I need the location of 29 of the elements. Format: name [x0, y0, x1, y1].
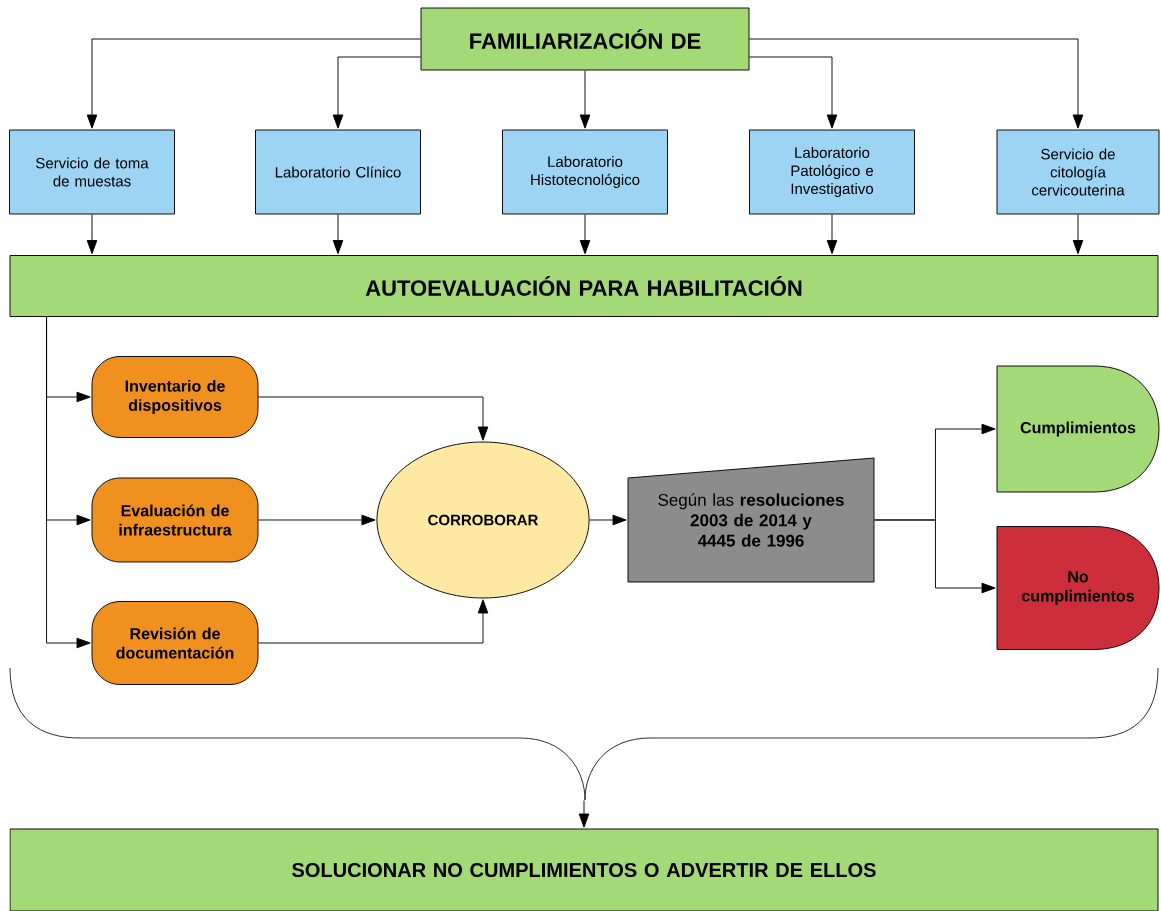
service-box: Laboratorio Patológico e Investigativo: [749, 129, 915, 215]
process-band: AUTOEVALUACIÓN PARA HABILITACIÓN: [9, 255, 1159, 317]
arrow: [874, 519, 996, 594]
task-box: Revisión de documentación: [91, 601, 259, 685]
arrow: [589, 514, 627, 526]
arrow: [258, 396, 489, 441]
arrow: [332, 214, 344, 255]
task-box: Evaluación de infraestructura: [91, 477, 259, 563]
arrow: [749, 56, 838, 129]
arrow: [749, 38, 1084, 129]
arrow: [579, 70, 591, 129]
service-box: Laboratorio Clínico: [255, 129, 421, 215]
service-box: Servicio de toma de muestas: [9, 129, 175, 215]
arrow: [826, 214, 838, 255]
arrow: [86, 214, 98, 255]
arrow: [1072, 214, 1084, 255]
heading-box: FAMILIARIZACIÓN DE: [420, 7, 750, 71]
process-band: SOLUCIONAR NO CUMPLIMIENTOS O ADVERTIR DE ELLOS: [9, 828, 1159, 911]
curly-brace: [9, 667, 1159, 801]
arrow: [258, 599, 489, 644]
service-box: Laboratorio Histotecnológico: [502, 129, 668, 215]
service-box: Servicio de citología cervicouterina: [996, 129, 1160, 215]
arrow: [579, 214, 591, 255]
task-box: Inventario de dispositivos: [91, 356, 259, 438]
arrow: [46, 316, 91, 649]
arrow: [86, 38, 421, 129]
arrow: [578, 800, 590, 828]
arrow: [258, 514, 376, 526]
arrow: [332, 56, 421, 129]
